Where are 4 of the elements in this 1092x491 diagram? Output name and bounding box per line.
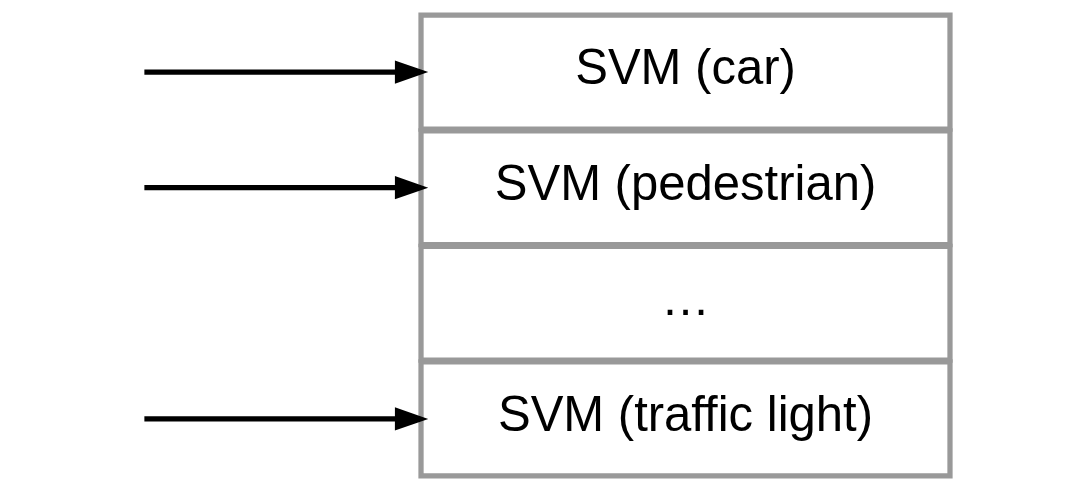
arrow: [143, 176, 428, 200]
arrow: [143, 60, 428, 84]
arrow: [143, 407, 428, 431]
node-box: SVM (traffic light): [417, 359, 953, 479]
